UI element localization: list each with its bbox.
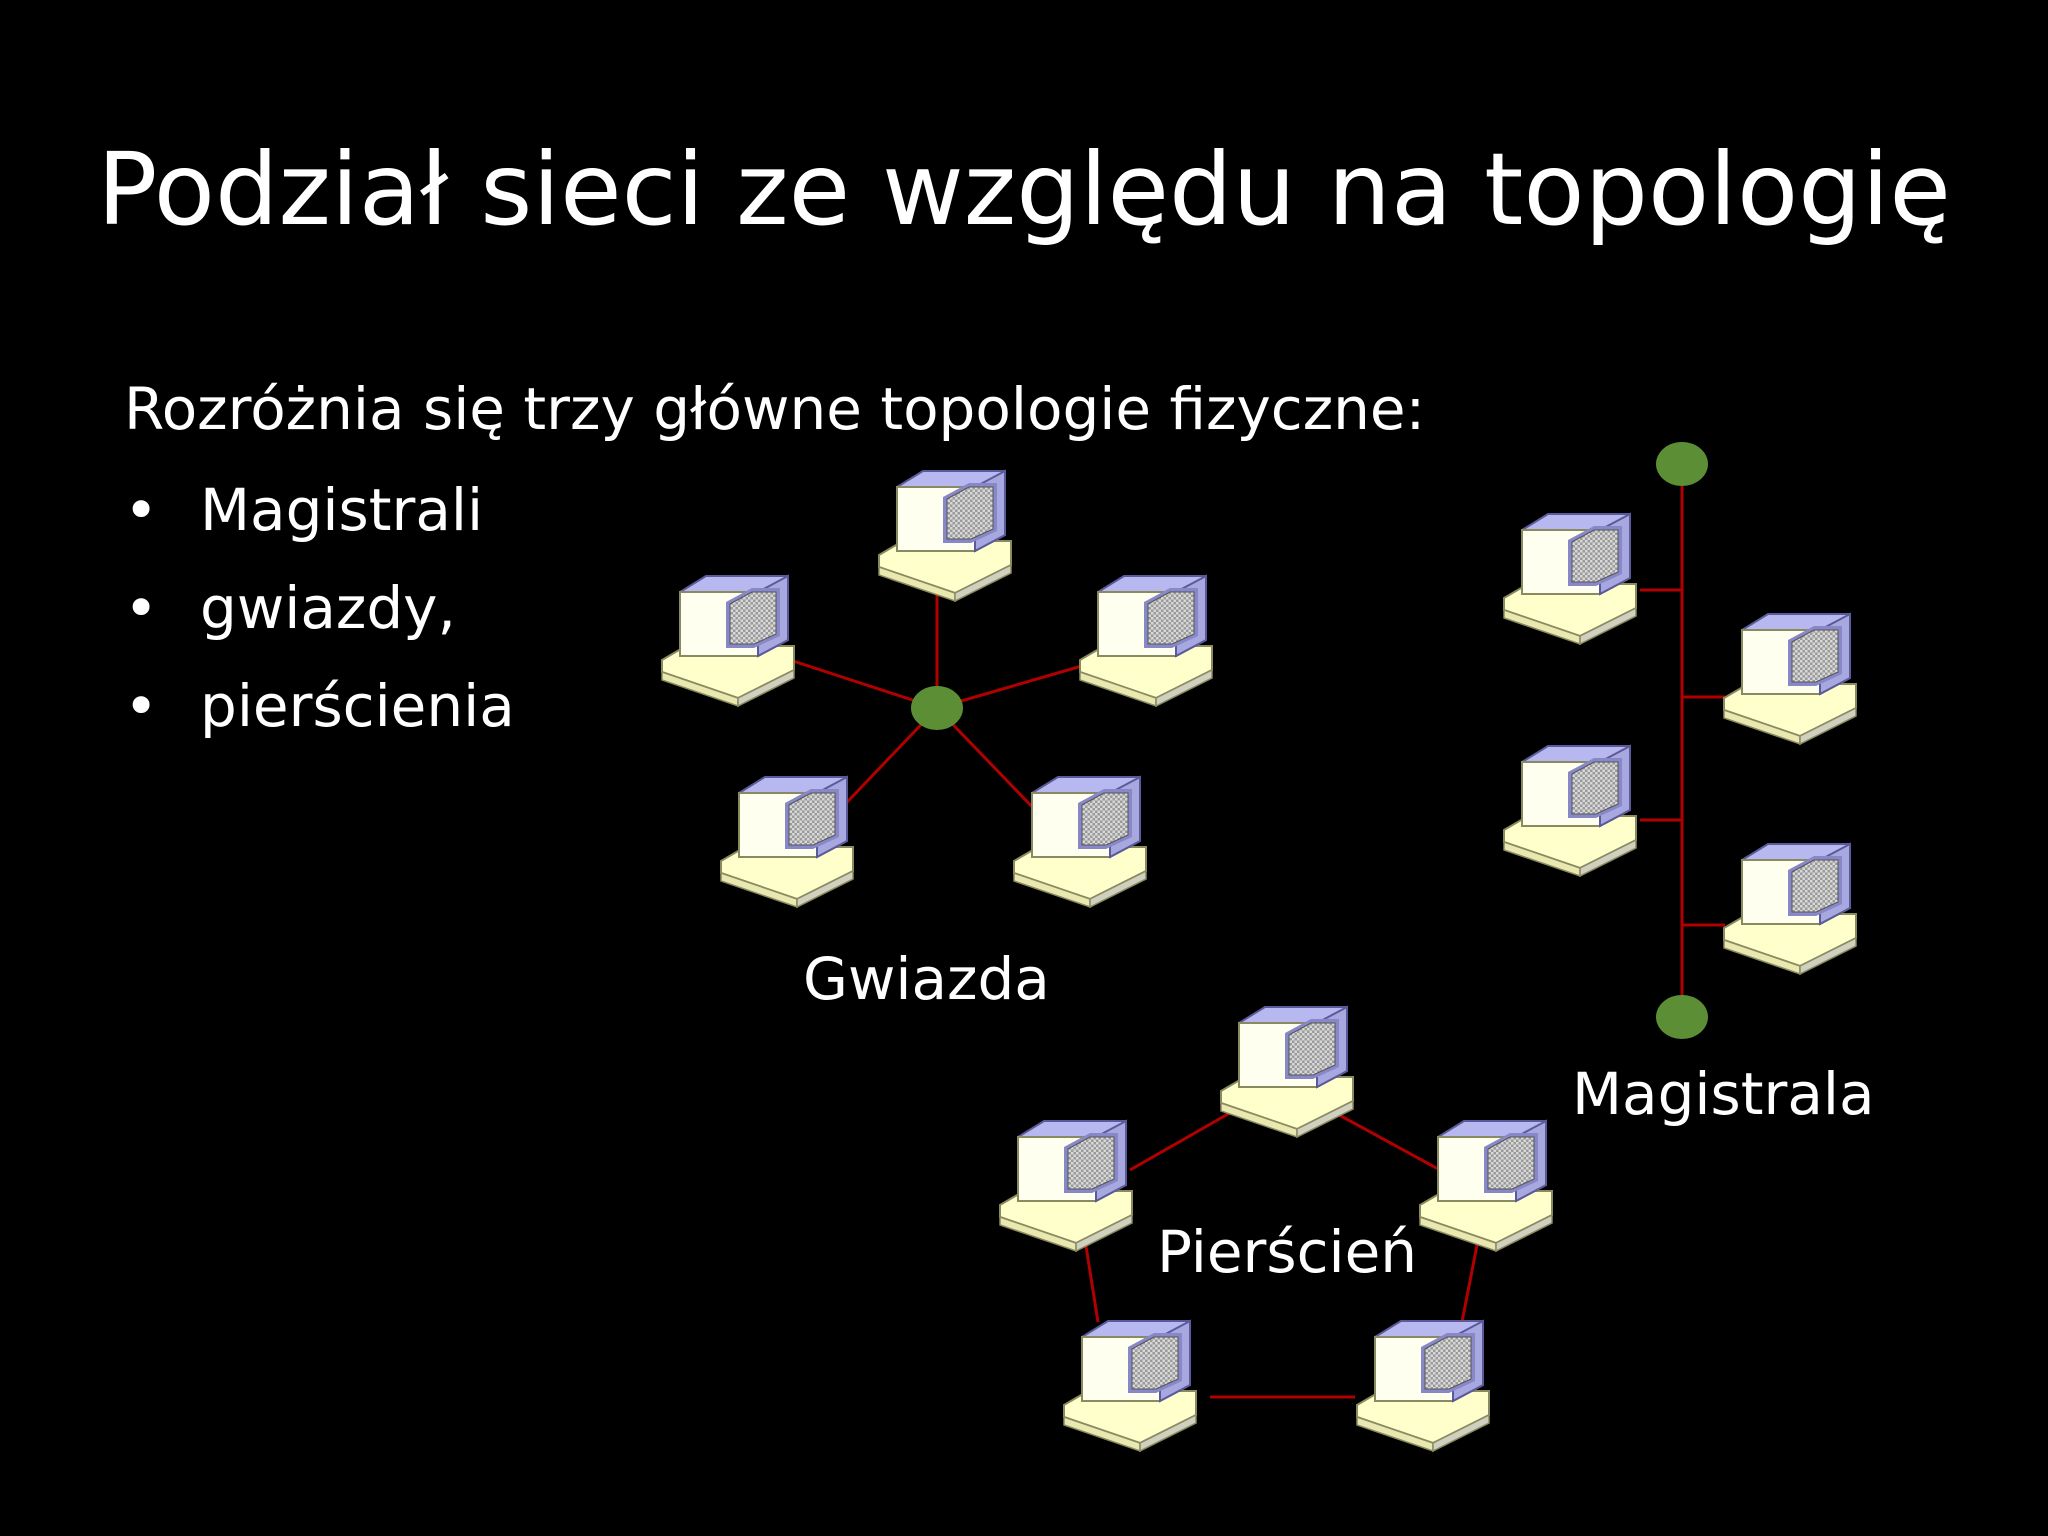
bullet-item-bus: Magistrali (124, 470, 515, 568)
computer-icon (720, 776, 854, 908)
bus-topology (1640, 464, 1725, 1017)
computer-icon (1079, 575, 1213, 707)
computer-icon (1356, 1320, 1490, 1452)
bus-caption: Magistrala (1572, 1060, 1875, 1128)
star-link (935, 706, 1042, 817)
ring-caption: Pierścień (1157, 1218, 1418, 1286)
star-link (936, 663, 1086, 710)
bus-terminator-top (1656, 442, 1708, 486)
slide-title: Podział sieci ze względu na topologię (97, 131, 1951, 248)
computer-icon (1723, 613, 1857, 745)
computer-icon (1503, 745, 1637, 877)
star-link (789, 658, 938, 710)
ring-link (1329, 1108, 1441, 1172)
ring-link (1460, 1239, 1480, 1323)
computer-icon (1723, 843, 1857, 975)
ring-link (1129, 1108, 1236, 1172)
computer-icon (1503, 513, 1637, 645)
bus-terminator-bottom (1656, 995, 1708, 1039)
ring-link (1083, 1239, 1100, 1323)
computer-icon (1013, 776, 1147, 908)
star-caption: Gwiazda (803, 945, 1050, 1013)
bullet-item-ring: pierścienia (124, 666, 515, 764)
computer-icon (878, 470, 1012, 602)
ring-topology (1083, 1108, 1480, 1399)
intro-text: Rozróżnia się trzy główne topologie fizy… (124, 375, 1426, 443)
computer-icon (1220, 1006, 1354, 1138)
bullet-item-star: gwiazdy, (124, 568, 515, 666)
computer-icon (1063, 1320, 1197, 1452)
computer-icon (1419, 1120, 1553, 1252)
computer-icon (661, 575, 795, 707)
star-hub-node (911, 686, 963, 730)
computer-icon (999, 1120, 1133, 1252)
bullet-list: Magistrali gwiazdy, pierścienia (124, 470, 515, 764)
